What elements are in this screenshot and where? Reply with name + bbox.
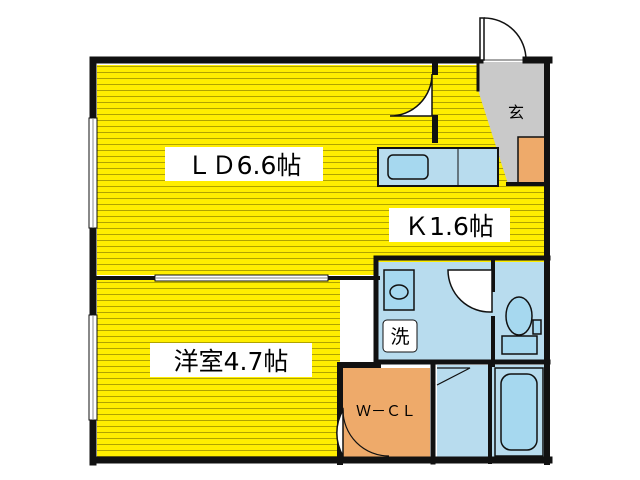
- svg-text:洋室4.7帖: 洋室4.7帖: [174, 347, 289, 376]
- kitchen-sink: [387, 154, 429, 180]
- closet-door-arc: [336, 407, 344, 459]
- toilet: [501, 296, 542, 355]
- svg-text:ＬＤ6.6帖: ＬＤ6.6帖: [187, 151, 302, 180]
- bathtub: [494, 367, 544, 457]
- washer-spot: [383, 269, 415, 311]
- bath-door: [436, 367, 471, 386]
- laundry-door-arc: [447, 269, 493, 313]
- windows: [88, 117, 98, 421]
- kitchen-label: Ｋ1.6帖: [389, 208, 510, 242]
- western-label: 洋室4.7帖: [150, 343, 312, 377]
- svg-text:洗: 洗: [390, 326, 409, 348]
- sliding-door: [154, 274, 329, 282]
- ld-door-arc: [389, 73, 433, 117]
- laundry-label: 洗: [382, 319, 418, 353]
- entrance-door: [479, 17, 527, 61]
- closet-label: Ｗ－ＣＬ: [356, 402, 416, 420]
- shoe-cabinet: [517, 136, 546, 185]
- ld-label: ＬＤ6.6帖: [165, 147, 323, 181]
- entrance-label: 玄: [508, 103, 524, 122]
- svg-text:Ｋ1.6帖: Ｋ1.6帖: [404, 212, 494, 241]
